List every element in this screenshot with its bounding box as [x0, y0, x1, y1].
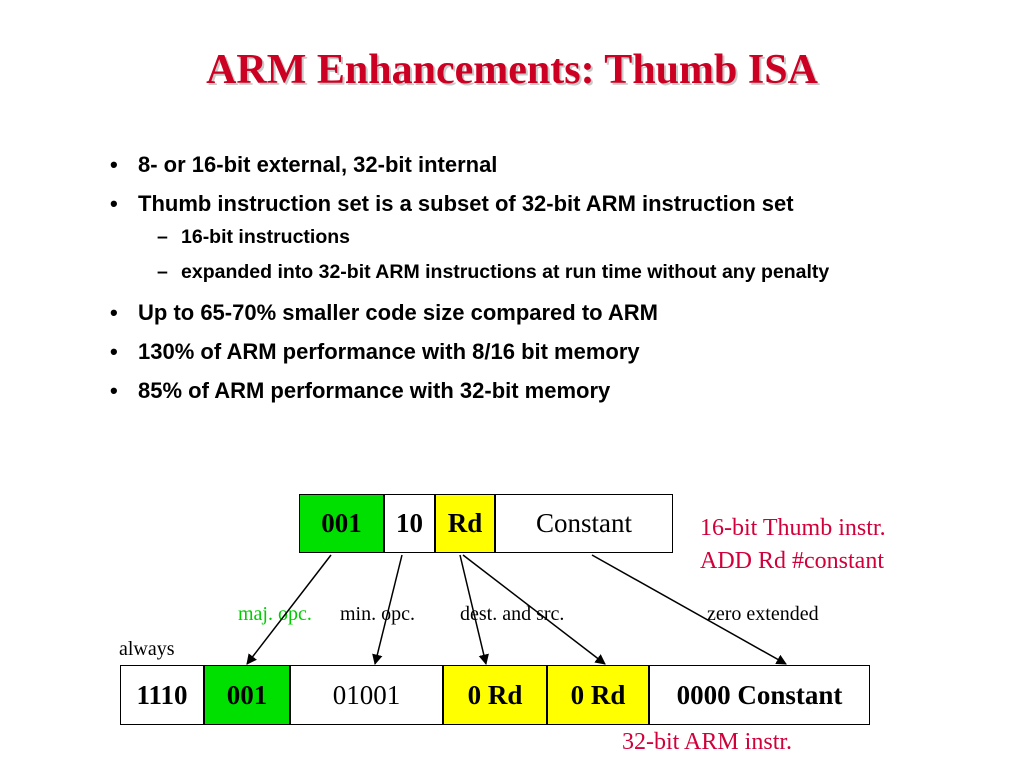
- thumb-field-minor-opcode: 10: [384, 494, 435, 553]
- arrow-major-opcode: [246, 554, 332, 665]
- bullet-item: • Thumb instruction set is a subset of 3…: [110, 189, 910, 218]
- sub-bullet-marker: –: [157, 261, 168, 283]
- arm-field-major-opcode: 001: [204, 665, 290, 725]
- arrow-rd-to-first: [459, 554, 489, 666]
- bullet-list: • 8- or 16-bit external, 32-bit internal…: [110, 150, 910, 415]
- label-zero-extended: zero extended: [707, 603, 819, 625]
- label-dest-src: dest. and src.: [460, 603, 565, 625]
- bullet-marker: •: [110, 339, 118, 364]
- arm-field-minor-opcode: 01001: [290, 665, 443, 725]
- arm-field-condition: 1110: [120, 665, 204, 725]
- sub-bullet-item: – 16-bit instructions: [157, 224, 910, 251]
- label-always: always: [119, 638, 175, 660]
- bullet-text: 85% of ARM performance with 32-bit memor…: [138, 378, 611, 403]
- arrow-constant: [591, 554, 787, 665]
- bullet-marker: •: [110, 378, 118, 403]
- bullet-text: Up to 65-70% smaller code size compared …: [138, 300, 658, 325]
- sub-bullet-item: – expanded into 32-bit ARM instructions …: [157, 259, 910, 286]
- bullet-item: • 85% of ARM performance with 32-bit mem…: [110, 376, 910, 405]
- arrow-minor-opcode: [372, 554, 403, 666]
- label-major-opcode: maj. opc.: [238, 603, 312, 625]
- thumb-field-rd: Rd: [435, 494, 495, 553]
- arrow-rd-to-second: [462, 554, 606, 665]
- slide-title: ARM Enhancements: Thumb ISA: [206, 47, 818, 93]
- arm-field-rd-dest: 0 Rd: [443, 665, 547, 725]
- bullet-item: • 8- or 16-bit external, 32-bit internal: [110, 150, 910, 179]
- sub-bullet-text: 16-bit instructions: [181, 226, 351, 248]
- thumb-caption-line1: 16-bit Thumb instr.: [700, 515, 886, 541]
- bullet-text: 130% of ARM performance with 8/16 bit me…: [138, 339, 640, 364]
- bullet-marker: •: [110, 152, 118, 177]
- thumb-field-major-opcode: 001: [299, 494, 384, 553]
- label-minor-opcode: min. opc.: [340, 603, 415, 625]
- bullet-item: • Up to 65-70% smaller code size compare…: [110, 298, 910, 327]
- sub-bullet-marker: –: [157, 226, 168, 248]
- arm-field-rd-src: 0 Rd: [547, 665, 649, 725]
- arm-caption: 32-bit ARM instr.: [622, 729, 793, 755]
- thumb-field-constant: Constant: [495, 494, 673, 553]
- bullet-text: Thumb instruction set is a subset of 32-…: [138, 191, 794, 216]
- thumb-caption-line2: ADD Rd #constant: [700, 548, 884, 574]
- bullet-item: • 130% of ARM performance with 8/16 bit …: [110, 337, 910, 366]
- arm-field-constant: 0000 Constant: [649, 665, 870, 725]
- sub-bullet-text: expanded into 32-bit ARM instructions at…: [181, 261, 830, 283]
- bullet-marker: •: [110, 300, 118, 325]
- bullet-text: 8- or 16-bit external, 32-bit internal: [138, 152, 498, 177]
- bullet-marker: •: [110, 191, 118, 216]
